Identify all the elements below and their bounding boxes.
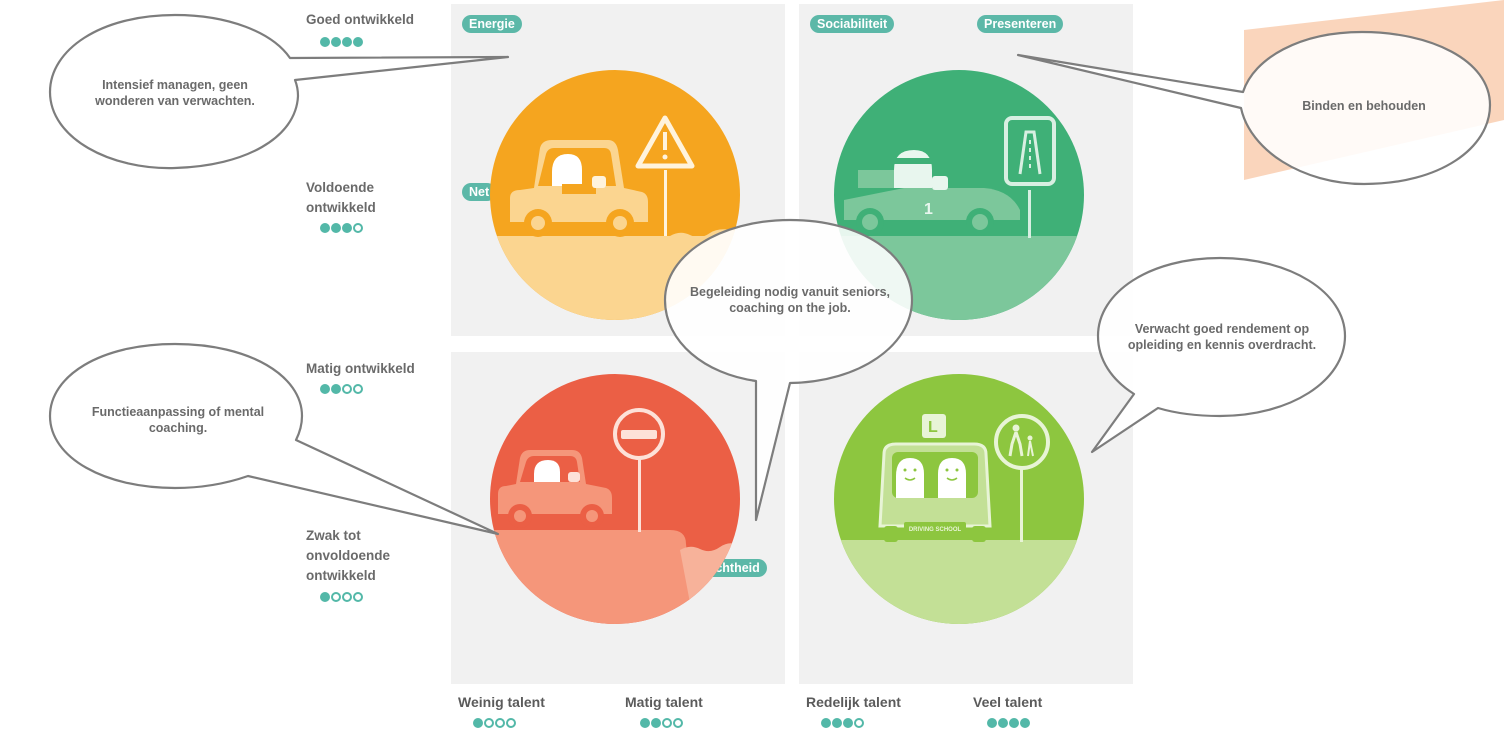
y-dots-voldoende	[320, 223, 363, 233]
tag-energie: Energie	[462, 15, 522, 33]
red-car-illustration	[490, 374, 740, 624]
bubble-top-right	[1016, 30, 1492, 186]
x-dots-weinig	[473, 718, 516, 728]
bubble-top-right-text: Binden en behouden	[1302, 99, 1426, 113]
x-dots-veel	[987, 718, 1030, 728]
y-label-zwak: Zwak tot onvoldoende ontwikkeld	[306, 528, 390, 583]
x-label-matig: Matig talent	[625, 694, 703, 710]
driving-school-plate: DRIVING SCHOOL	[909, 527, 962, 533]
learner-badge: L	[928, 419, 938, 436]
y-dots-matig	[320, 384, 363, 394]
y-dots-goed	[320, 37, 363, 47]
bubble-bottom-right-text: Verwacht goed rendement op opleiding en …	[1127, 322, 1317, 352]
x-dots-matig	[640, 718, 683, 728]
y-label-goed: Goed ontwikkeld	[306, 12, 415, 27]
bubble-center-text: Begeleiding nodig vanuit seniors, coachi…	[689, 285, 891, 315]
y-dots-zwak	[320, 592, 363, 602]
y-label-voldoende: Voldoende ontwikkeld	[306, 180, 376, 215]
race-number: 1	[924, 201, 933, 218]
bubble-top-left	[48, 13, 510, 170]
bubble-bottom-left	[48, 342, 500, 536]
tag-sociabiliteit: Sociabiliteit	[810, 15, 895, 33]
bubble-bottom-right	[1090, 256, 1347, 454]
x-label-redelijk: Redelijk talent	[806, 694, 901, 710]
bubble-top-left-text: Intensief managen, geen wonderen van ver…	[95, 78, 255, 108]
lime-drivingschool-illustration: L DRIVING SCHOOL	[834, 374, 1084, 624]
x-dots-redelijk	[821, 718, 864, 728]
bubble-center	[663, 218, 914, 522]
y-label-matig: Matig ontwikkeld	[306, 361, 415, 376]
green-racecar-illustration: 1	[834, 70, 1084, 320]
tag-presenteren: Presenteren	[977, 15, 1064, 33]
tag-netwerk: Net	[462, 183, 497, 201]
orange-car-illustration	[490, 70, 740, 320]
bubble-bottom-left-text: Functieaanpassing of mental coaching.	[91, 405, 265, 435]
x-label-veel: Veel talent	[973, 694, 1043, 710]
x-label-weinig: Weinig talent	[458, 694, 545, 710]
